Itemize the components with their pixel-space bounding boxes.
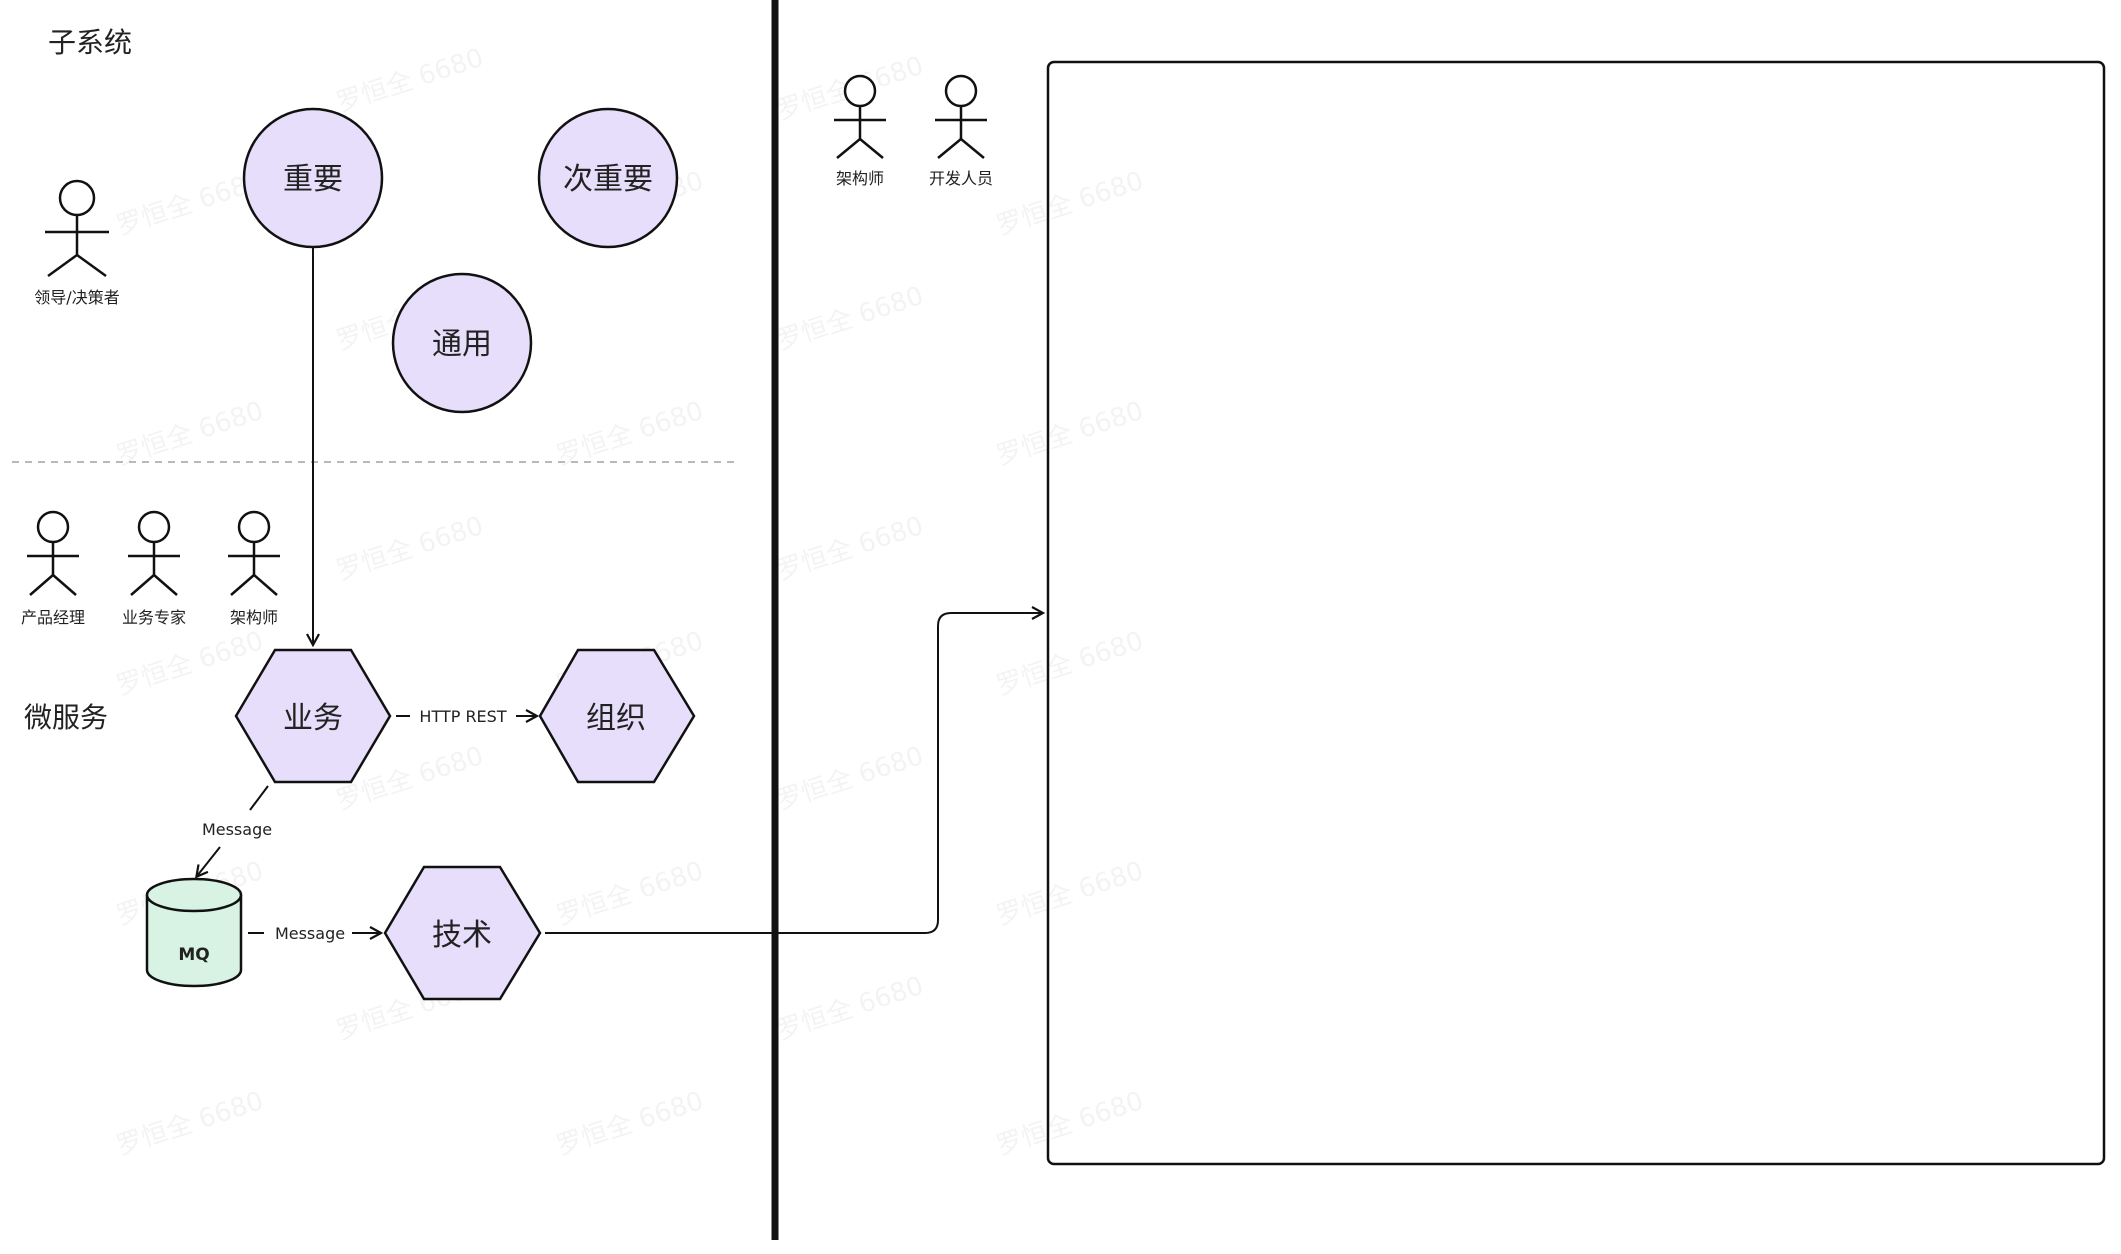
watermark: 罗恒全 6680 — [113, 626, 267, 702]
mq-label: MQ — [178, 945, 209, 965]
actor-architect-right-icon — [834, 74, 886, 159]
watermark: 罗恒全 6680 — [773, 281, 927, 357]
actor-developer-icon — [935, 74, 987, 159]
actor-leader-label: 领导/决策者 — [34, 288, 119, 307]
actor-leader-icon — [45, 179, 109, 278]
watermark: 罗恒全 6680 — [773, 741, 927, 817]
actor-architect-left-label: 架构师 — [230, 608, 278, 627]
circle-secondary-label: 次重要 — [563, 162, 653, 197]
watermark: 罗恒全 6680 — [993, 1086, 1147, 1162]
hexagon-organization[interactable]: 组织 — [538, 648, 696, 784]
edge-message-1-end — [197, 846, 221, 876]
actor-business-expert-icon — [128, 510, 180, 596]
watermark: 罗恒全 6680 — [553, 396, 707, 472]
circle-generic[interactable]: 通用 — [391, 272, 533, 414]
circle-important[interactable]: 重要 — [242, 107, 384, 249]
right-panel-box[interactable] — [1046, 60, 2106, 1166]
actor-architect-right-label: 架构师 — [836, 169, 884, 188]
edge-message-1-start — [249, 785, 269, 811]
watermark: 罗恒全 6680 — [113, 396, 267, 472]
circle-important-label: 重要 — [283, 162, 343, 197]
watermark: 罗恒全 6680 — [333, 511, 487, 587]
edge-label-message-1: Message — [202, 820, 272, 839]
edge-technology-to-panel — [545, 613, 1042, 934]
actor-developer-label: 开发人员 — [929, 169, 993, 188]
hexagon-technology[interactable]: 技术 — [383, 865, 542, 1001]
edge-label-http-rest: HTTP REST — [419, 707, 506, 726]
mq-cylinder[interactable]: MQ — [145, 877, 243, 988]
actor-product-manager-icon — [27, 510, 79, 596]
edge-label-message-2: Message — [275, 924, 345, 943]
watermark: 罗恒全 6680 — [993, 856, 1147, 932]
section-title-subsystem: 子系统 — [48, 26, 132, 59]
actor-architect-left-icon — [228, 510, 280, 596]
hexagon-business[interactable]: 业务 — [234, 648, 392, 784]
watermark: 罗恒全 6680 — [333, 43, 487, 119]
section-title-microservice: 微服务 — [24, 701, 108, 734]
watermark: 罗恒全 6680 — [553, 856, 707, 932]
hexagon-organization-label: 组织 — [586, 701, 646, 736]
watermark: 罗恒全 6680 — [993, 626, 1147, 702]
hexagon-technology-label: 技术 — [432, 918, 492, 953]
circle-secondary[interactable]: 次重要 — [537, 107, 679, 249]
watermark: 罗恒全 6680 — [773, 971, 927, 1047]
hexagon-business-label: 业务 — [283, 701, 343, 736]
watermark: 罗恒全 6680 — [553, 1086, 707, 1162]
watermark: 罗恒全 6680 — [113, 1086, 267, 1162]
watermark: 罗恒全 6680 — [993, 396, 1147, 472]
watermark: 罗恒全 6680 — [773, 511, 927, 587]
watermark: 罗恒全 6680 — [993, 166, 1147, 242]
circle-generic-label: 通用 — [432, 327, 492, 362]
actor-business-expert-label: 业务专家 — [122, 608, 186, 627]
actor-product-manager-label: 产品经理 — [21, 608, 85, 627]
